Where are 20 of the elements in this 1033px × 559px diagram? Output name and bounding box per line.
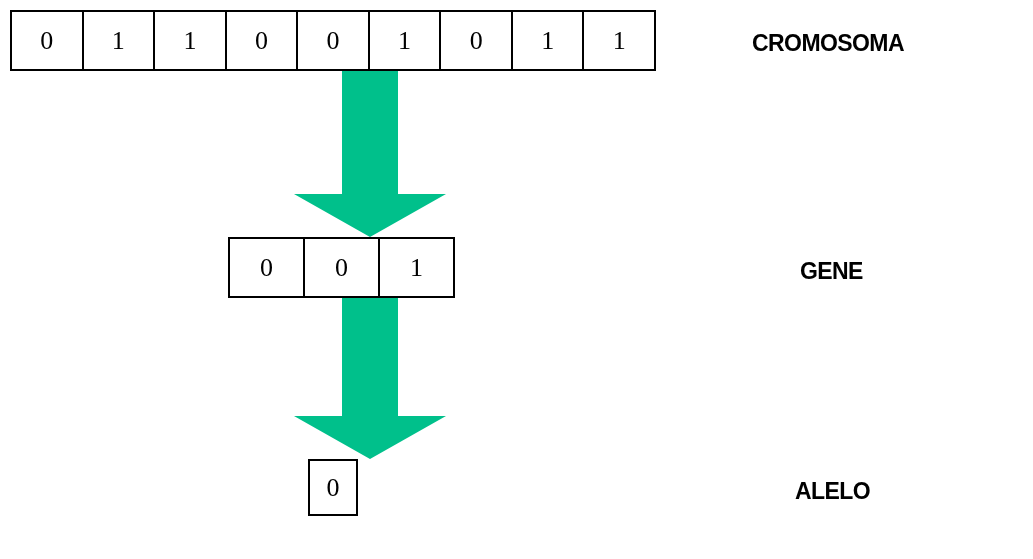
bit-cell: 1 [153, 12, 225, 69]
level-label: GENE [800, 257, 863, 286]
bit-cell: 1 [510, 12, 583, 69]
level-label: CROMOSOMA [752, 29, 904, 58]
block-arrow [294, 71, 446, 237]
bit-cell: 0 [296, 12, 368, 69]
bit-cell: 1 [81, 12, 154, 69]
bit-cell: 0 [11, 12, 82, 69]
level-label: ALELO [795, 477, 871, 506]
bit-cell: 0 [308, 459, 358, 516]
bit-strip [10, 10, 656, 71]
bit-cell: 0 [224, 12, 297, 69]
block-arrow [294, 298, 446, 459]
bit-cell: 0 [439, 12, 511, 69]
bit-cell: 1 [378, 239, 453, 296]
bit-cell: 1 [582, 12, 655, 69]
bit-cell: 0 [303, 239, 378, 296]
bit-cell: 1 [367, 12, 440, 69]
bit-cell: 0 [230, 239, 303, 296]
bit-strip [228, 237, 455, 298]
